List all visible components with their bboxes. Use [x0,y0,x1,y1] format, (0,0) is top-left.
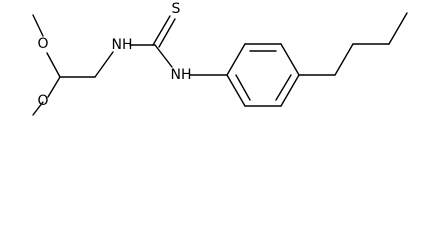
methyl-bond-bottom [32,101,44,116]
o-c-bond-bottom [47,76,61,98]
chemical-structure-diagram: O O NH NH S [32,1,408,116]
butyl-bond-2 [334,43,354,76]
benzene-ring [226,43,300,107]
sulfur-label: S [172,1,181,17]
amine-label-right: NH [171,67,192,83]
butyl-bond-4 [388,12,408,45]
c-n-bond-left [94,51,114,78]
thione-bond-1 [152,15,171,46]
o-c-bond-top [46,52,61,78]
c-n-bond-right [154,44,173,68]
oxygen-label-bottom: O [37,93,48,109]
oxygen-label-top: O [37,36,48,52]
amine-label-left: NH [112,37,133,53]
methyl-bond-top [32,14,44,37]
thione-bond-2 [158,18,176,48]
